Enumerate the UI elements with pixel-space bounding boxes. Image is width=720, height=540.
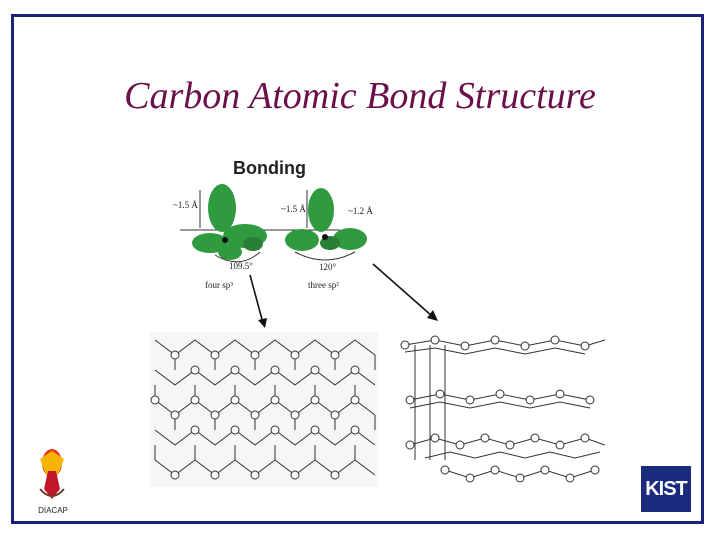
kist-logo: KIST — [641, 466, 691, 512]
arrow-to-graphite — [372, 263, 438, 321]
slide-title: Carbon Atomic Bond Structure — [124, 75, 596, 117]
sp3-orbital-diagram — [180, 184, 340, 263]
carbon-bonding-figure: Bonding ~1.5 Å 109.5° four sp³ ~1.5 Å ~1… — [150, 158, 606, 487]
kist-logo-text: KIST — [645, 477, 688, 500]
graphite-layers — [400, 335, 606, 483]
sp3-angle: 109.5° — [229, 261, 253, 271]
sp3-label: four sp³ — [205, 280, 233, 290]
sp2-bond-length-left: ~1.5 Å — [281, 204, 306, 214]
slide-frame — [11, 14, 704, 524]
diacap-logo: DIACAP — [38, 449, 68, 515]
arrow-to-diamond — [249, 274, 267, 328]
figure-heading: Bonding — [233, 158, 306, 178]
sp2-label: three sp² — [308, 280, 339, 290]
sp2-orbital-diagram — [285, 188, 367, 261]
sp2-bond-length-right: ~1.2 Å — [348, 206, 373, 216]
sp3-bond-length: ~1.5 Å — [173, 200, 198, 210]
diacap-caption: DIACAP — [38, 506, 68, 515]
diamond-lattice — [150, 332, 378, 487]
sp2-angle: 120° — [319, 262, 337, 272]
